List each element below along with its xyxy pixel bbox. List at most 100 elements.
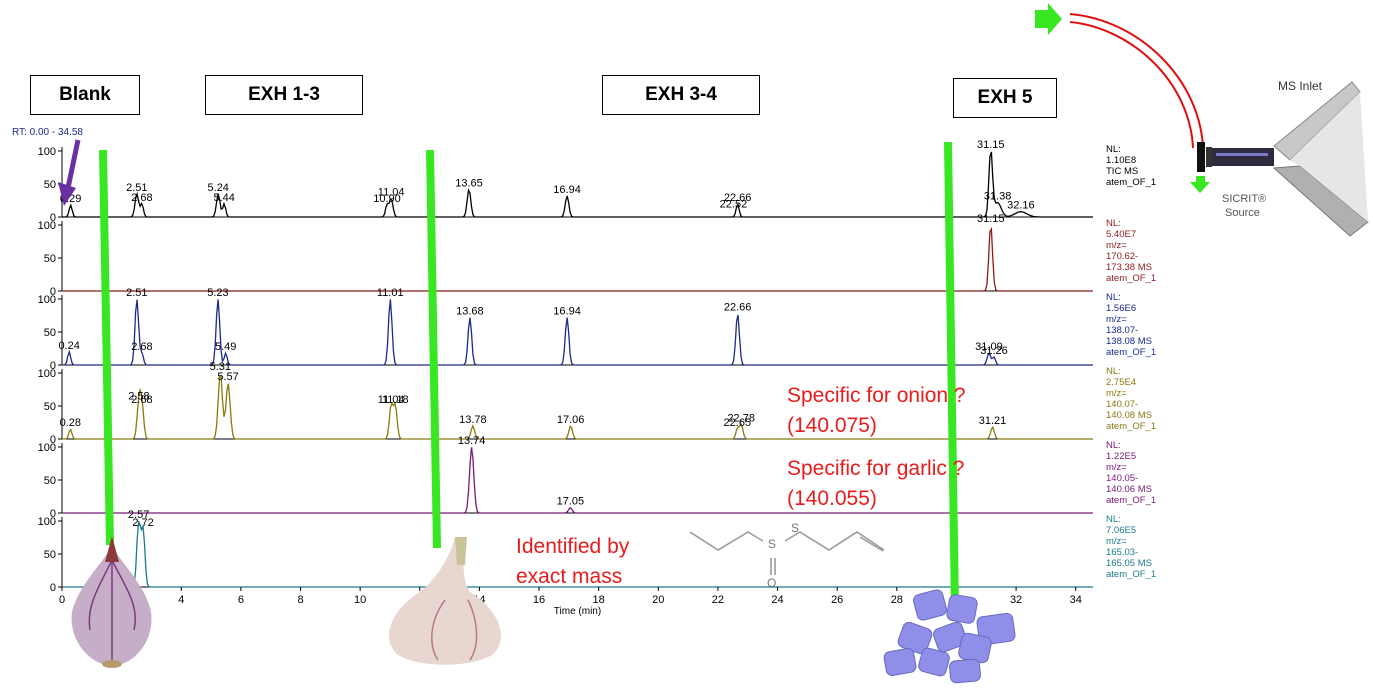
y-tick-label: 0 — [50, 360, 56, 372]
x-tick-label: 8 — [297, 594, 303, 606]
peak-label: 13.68 — [456, 305, 484, 317]
y-tick-label: 50 — [44, 401, 56, 413]
series-info-line: 5.40E7 — [1106, 229, 1136, 240]
y-tick-label: 50 — [44, 179, 56, 191]
peak-label: 31.15 — [977, 139, 1005, 151]
x-tick-label: 6 — [238, 594, 244, 606]
y-tick-label: 0 — [50, 434, 56, 446]
x-axis-label: Time (min) — [554, 606, 601, 617]
peak-label: 10.90 — [373, 193, 401, 205]
label-exh-3-4: EXH 3-4 — [602, 75, 760, 115]
series-info-line: NL: — [1106, 366, 1121, 377]
x-tick-label: 16 — [533, 594, 545, 606]
chromatogram-panel-5: 05010013.7417.05NL:1.22E5m/z=140.05-140.… — [38, 435, 1157, 520]
peak-label: 5.24 — [208, 182, 229, 194]
series-trace — [62, 299, 1093, 366]
x-tick-label: 20 — [652, 594, 664, 606]
peak-label: 17.05 — [557, 496, 585, 508]
series-info-line: NL: — [1106, 144, 1121, 155]
x-tick-label: 24 — [771, 594, 783, 606]
pointer-arrow-icon — [58, 139, 81, 206]
peak-label: 2.72 — [132, 517, 153, 529]
series-info-line: m/z= — [1106, 314, 1127, 325]
flow-arrow-icon — [1035, 3, 1062, 35]
series-info-line: 2.75E4 — [1106, 377, 1136, 388]
peak-label: 22.52 — [720, 198, 748, 210]
series-info-line: 138.07- — [1106, 325, 1138, 336]
y-tick-label: 0 — [50, 582, 56, 594]
x-tick-label: 22 — [712, 594, 724, 606]
series-info-line: atem_OF_1 — [1106, 273, 1156, 284]
peak-label: 13.78 — [459, 414, 487, 426]
x-tick-label: 0 — [59, 594, 65, 606]
series-info-line: m/z= — [1106, 462, 1127, 473]
peak-label: 31.09 — [975, 341, 1003, 353]
note-onion-2: (140.075) — [787, 414, 877, 437]
peak-label: 2.51 — [126, 287, 147, 299]
y-tick-label: 50 — [44, 253, 56, 265]
rt-range-label: RT: 0.00 - 34.58 — [12, 127, 83, 138]
phase-marker — [944, 141, 959, 611]
x-tick-label: 26 — [831, 594, 843, 606]
label-exh-5: EXH 5 — [953, 78, 1057, 118]
peak-label: 5.31 — [210, 361, 231, 373]
garlic-icon — [389, 537, 501, 665]
series-trace — [62, 226, 1093, 292]
peak-label: 0.24 — [58, 340, 79, 352]
peak-label: 22.65 — [724, 417, 752, 429]
series-info-line: 1.22E5 — [1106, 451, 1136, 462]
peak-label: 5.49 — [215, 341, 236, 353]
peak-label: 0.28 — [60, 417, 81, 429]
note-onion-1: Specific for onion ? — [787, 384, 966, 407]
y-tick-label: 100 — [38, 516, 56, 528]
phase-marker — [99, 149, 114, 546]
series-info-line: 7.06E5 — [1106, 525, 1136, 536]
series-info-line: 140.08 MS — [1106, 410, 1152, 421]
series-info-line: NL: — [1106, 514, 1121, 525]
series-info-line: m/z= — [1106, 388, 1127, 399]
series-info-line: atem_OF_1 — [1106, 421, 1156, 432]
series-info-line: 170.62- — [1106, 251, 1138, 262]
y-tick-label: 50 — [44, 475, 56, 487]
note-identified-2: exact mass — [516, 565, 623, 588]
peak-label: 2.57 — [128, 509, 149, 521]
peak-label: 2.68 — [131, 192, 152, 204]
chromatogram-panel-6: 0 50 100 2.572.72 NL:7.06E5m/z=165.03-165.05… — [38, 509, 1157, 594]
peak-label: 5.23 — [207, 287, 228, 299]
series-info-line: m/z= — [1106, 240, 1127, 251]
sweets-icon — [883, 589, 1016, 684]
series-info-line: 140.06 MS — [1106, 484, 1152, 495]
series-info-line: atem_OF_1 — [1106, 569, 1156, 580]
series-trace — [62, 151, 1093, 218]
onion-icon — [71, 536, 152, 668]
label-blank: Blank — [30, 75, 140, 115]
y-tick-label: 0 — [50, 508, 56, 520]
y-tick-label: 50 — [44, 549, 56, 561]
source-label-1: SICRIT® — [1222, 193, 1266, 205]
peak-label: 31.26 — [980, 345, 1008, 357]
note-garlic-2: (140.055) — [787, 487, 877, 510]
peak-label: 11.04 — [378, 187, 405, 199]
series-info-line: atem_OF_1 — [1106, 347, 1156, 358]
ion-source-icon — [1035, 3, 1369, 237]
series-info-line: 165.03- — [1106, 547, 1138, 558]
peak-label: 11.18 — [382, 394, 409, 406]
peak-label: 2.68 — [131, 341, 152, 353]
peak-label: 5.57 — [217, 371, 238, 383]
series-info-line: m/z= — [1106, 536, 1127, 547]
x-tick-label: 32 — [1010, 594, 1022, 606]
series-info-line: NL: — [1106, 440, 1121, 451]
svg-text:O: O — [767, 576, 776, 590]
series-info-line: atem_OF_1 — [1106, 177, 1156, 188]
y-tick-label: 100 — [38, 294, 56, 306]
y-tick-label: 100 — [38, 146, 56, 158]
y-tick-label: 100 — [38, 368, 56, 380]
series-info-line: 165.05 MS — [1106, 558, 1152, 569]
series-info-line: 140.07- — [1106, 399, 1138, 410]
svg-text:S: S — [791, 521, 799, 535]
peak-label: 31.15 — [977, 213, 1005, 225]
series-info-line: TIC MS — [1106, 166, 1138, 177]
x-tick-label: 10 — [354, 594, 366, 606]
peak-label: 32.16 — [1007, 200, 1035, 212]
